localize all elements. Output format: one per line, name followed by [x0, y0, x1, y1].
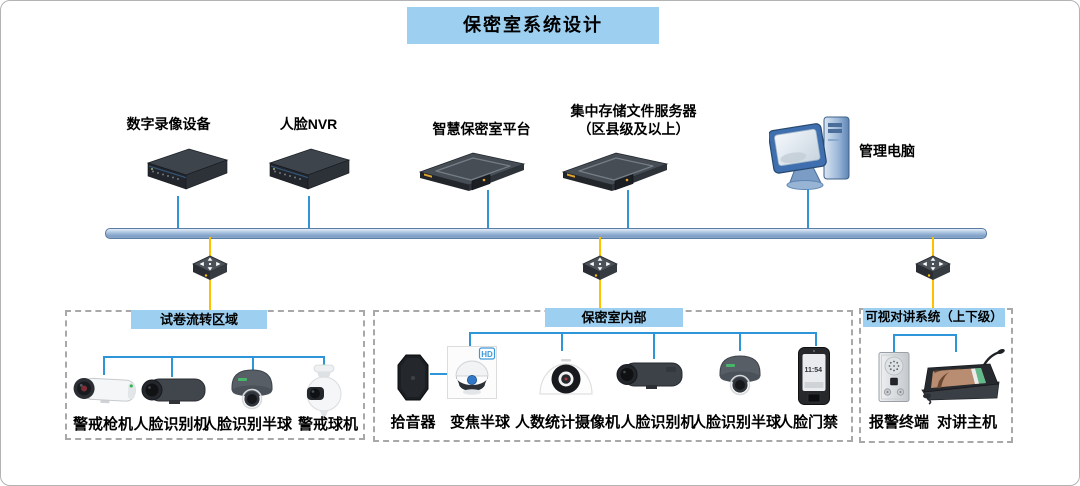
- link-to-face-bullet-2: [653, 332, 655, 359]
- link-to-face-access: [815, 332, 817, 346]
- link-to-zoom-dome: [469, 332, 471, 349]
- switch-icon: [580, 251, 620, 283]
- fisheye-camera-icon: [537, 351, 595, 398]
- camera-label: 人脸识别半球: [201, 416, 292, 433]
- zoom-dome-camera-icon: HD: [447, 346, 497, 401]
- link-to-face-dome: [252, 356, 254, 371]
- label-smart-platform: 智慧保密室平台: [432, 121, 531, 137]
- group-title-intercom: 可视对讲系统（上下级）: [863, 308, 1005, 327]
- white-ptz-camera-icon: [302, 362, 346, 418]
- label-dvr-device: 数字录像设备: [126, 116, 211, 132]
- label-storage-server-line2: （区县级及以上）: [577, 121, 690, 137]
- link-to-alert-ptz: [323, 356, 325, 367]
- camera-label: 人数统计摄像机: [515, 414, 621, 431]
- link-dvr-to-bus: [177, 196, 179, 229]
- camera-label: 对讲主机: [936, 414, 997, 431]
- link-to-face-bullet: [171, 356, 173, 377]
- gray-dome-camera-icon: [227, 365, 277, 413]
- link-platform-to-bus: [487, 190, 489, 229]
- link-nvr-to-bus: [308, 196, 310, 229]
- link-to-fisheye: [561, 332, 563, 351]
- dark-bullet-camera-icon: [139, 373, 207, 409]
- storage-server-icon: [559, 145, 671, 193]
- link-pickup-to-dome: [430, 373, 452, 375]
- camera-label: 人脸识别机: [133, 416, 209, 433]
- exam-group-bus-line: [104, 356, 325, 358]
- switch-icon: [913, 251, 953, 283]
- link-to-alarm-terminal: [893, 334, 895, 352]
- intercom-host-icon: [917, 347, 1007, 405]
- group-title-secret-room: 保密室内部: [545, 308, 683, 327]
- access-screen-time: 11:54: [804, 367, 822, 374]
- switch-icon: [190, 251, 230, 283]
- group-title-exam-area: 试卷流转区域: [131, 310, 267, 329]
- room-group-bus-line: [470, 332, 817, 334]
- audio-pickup-icon: [394, 353, 432, 403]
- dvr-device-icon: [141, 142, 233, 196]
- intercom-group-bus-line: [893, 334, 957, 336]
- camera-label: 警戒枪机: [72, 416, 133, 433]
- camera-label: 变焦半球: [449, 414, 510, 431]
- desktop-pc-icon: [769, 111, 857, 193]
- camera-label: 警戒球机: [297, 416, 358, 433]
- white-bullet-camera-icon: [71, 371, 137, 411]
- label-management-pc: 管理电脑: [859, 143, 915, 159]
- face-access-terminal-icon: 11:54: [797, 346, 831, 406]
- link-storage-to-bus: [627, 190, 629, 229]
- network-bus-bar: [105, 228, 987, 239]
- alarm-terminal-icon: [877, 351, 911, 403]
- link-to-alert-bullet: [103, 356, 105, 375]
- camera-label: 报警终端: [868, 414, 929, 431]
- rack-server-platform-icon: [416, 145, 528, 193]
- link-to-face-dome-2: [739, 332, 741, 351]
- label-face-nvr: 人脸NVR: [279, 116, 338, 132]
- dark-bullet-camera-icon: [614, 359, 684, 393]
- label-storage-server: 集中存储文件服务器 （区县级及以上）: [556, 102, 711, 138]
- page-title: 保密室系统设计: [407, 7, 659, 44]
- gray-dome-camera-icon: [715, 351, 765, 399]
- link-pc-to-bus: [807, 189, 809, 229]
- camera-label: 人脸门禁: [777, 414, 838, 431]
- camera-label: 人脸识别半球: [691, 414, 782, 431]
- hd-badge: HD: [481, 350, 493, 359]
- label-storage-server-line1: 集中存储文件服务器: [570, 103, 697, 119]
- face-nvr-icon: [263, 142, 355, 196]
- link-to-intercom-host: [955, 334, 957, 352]
- camera-label: 人脸识别机: [620, 414, 696, 431]
- camera-label: 拾音器: [390, 414, 436, 431]
